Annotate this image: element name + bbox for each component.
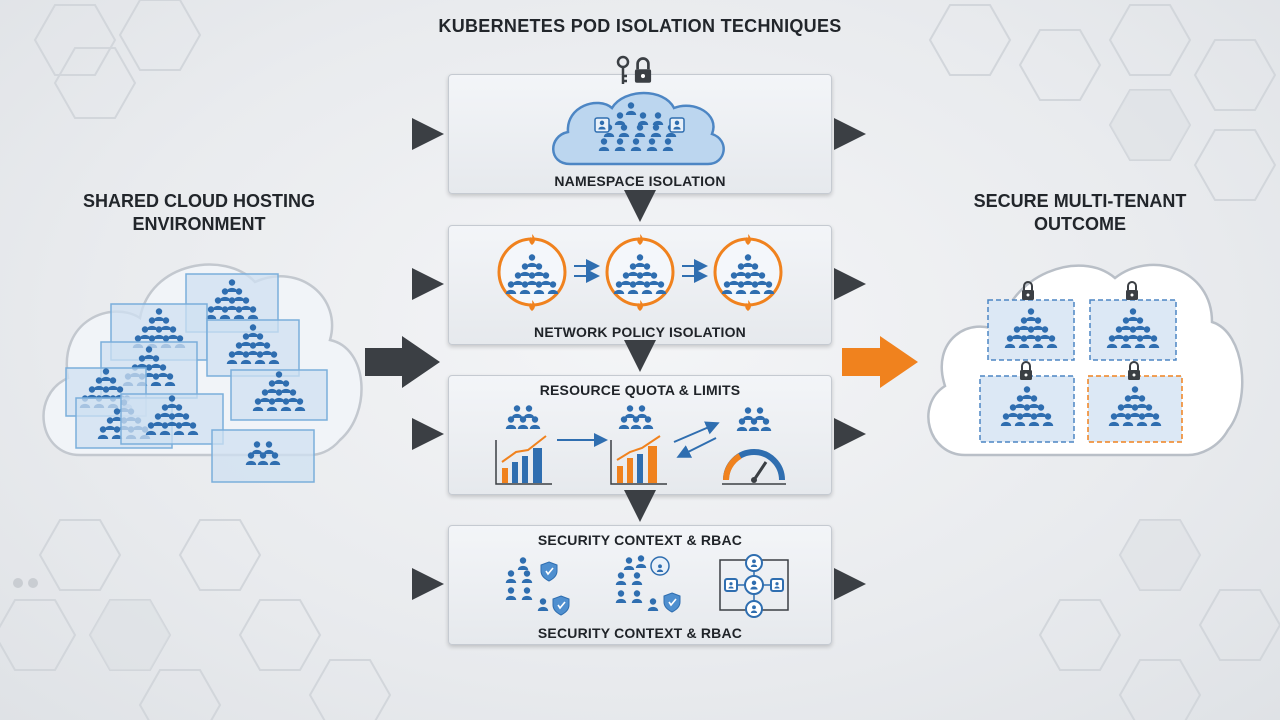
security-context-label-top: SECURITY CONTEXT & RBAC bbox=[537, 532, 743, 548]
shield-icon bbox=[540, 561, 558, 582]
secure-tenant bbox=[1089, 281, 1177, 361]
shared-tenant-cards bbox=[65, 273, 328, 483]
network-pod-ring bbox=[497, 234, 567, 311]
panel-side-arrows bbox=[412, 118, 866, 600]
network-policy-label: NETWORK POLICY ISOLATION bbox=[534, 324, 746, 340]
input-arrow bbox=[365, 336, 440, 388]
tenant-card bbox=[120, 393, 224, 445]
tenant-card bbox=[230, 369, 328, 421]
network-pod-ring bbox=[713, 234, 783, 311]
shared-environment-title-line2: ENVIRONMENT bbox=[132, 214, 266, 234]
quota-user-group bbox=[737, 407, 771, 431]
quota-flow-arrows bbox=[557, 421, 720, 458]
namespace-isolation-label: NAMESPACE ISOLATION bbox=[554, 173, 726, 189]
tenant-card bbox=[206, 319, 300, 377]
bar-chart-icon bbox=[610, 435, 667, 485]
page-title: KUBERNETES POD ISOLATION TECHNIQUES bbox=[438, 16, 842, 36]
secure-outcome-title-line2: OUTCOME bbox=[1034, 214, 1126, 234]
lock-icon bbox=[633, 57, 653, 85]
shield-icon bbox=[663, 592, 681, 613]
shield-icon bbox=[552, 595, 570, 616]
key-icon bbox=[616, 55, 630, 84]
secure-cloud bbox=[927, 263, 1244, 457]
network-pod-ring bbox=[605, 234, 675, 311]
security-user-group bbox=[615, 555, 670, 611]
secure-tenant bbox=[979, 361, 1075, 443]
output-arrow bbox=[842, 336, 918, 388]
rbac-network-icon bbox=[719, 554, 789, 618]
resource-quota-label: RESOURCE QUOTA & LIMITS bbox=[539, 382, 741, 398]
security-context-label-bottom: SECURITY CONTEXT & RBAC bbox=[537, 625, 743, 641]
network-traffic-arrows bbox=[574, 259, 708, 283]
quota-user-group bbox=[506, 405, 540, 429]
gauge-icon bbox=[722, 449, 786, 485]
namespace-user-group bbox=[594, 102, 685, 151]
tenant-card bbox=[211, 429, 315, 483]
shared-environment-title: SHARED CLOUD HOSTING ENVIRONMENT bbox=[40, 190, 358, 236]
shared-environment-title-line1: SHARED CLOUD HOSTING bbox=[82, 191, 315, 211]
secure-outcome-title: SECURE MULTI-TENANT OUTCOME bbox=[930, 190, 1230, 236]
secure-tenant-highlighted bbox=[1087, 361, 1183, 443]
bar-chart-icon bbox=[495, 435, 552, 485]
secure-tenant bbox=[987, 281, 1075, 361]
secure-outcome-title-line1: SECURE MULTI-TENANT bbox=[973, 191, 1187, 211]
quota-user-group bbox=[619, 405, 653, 429]
